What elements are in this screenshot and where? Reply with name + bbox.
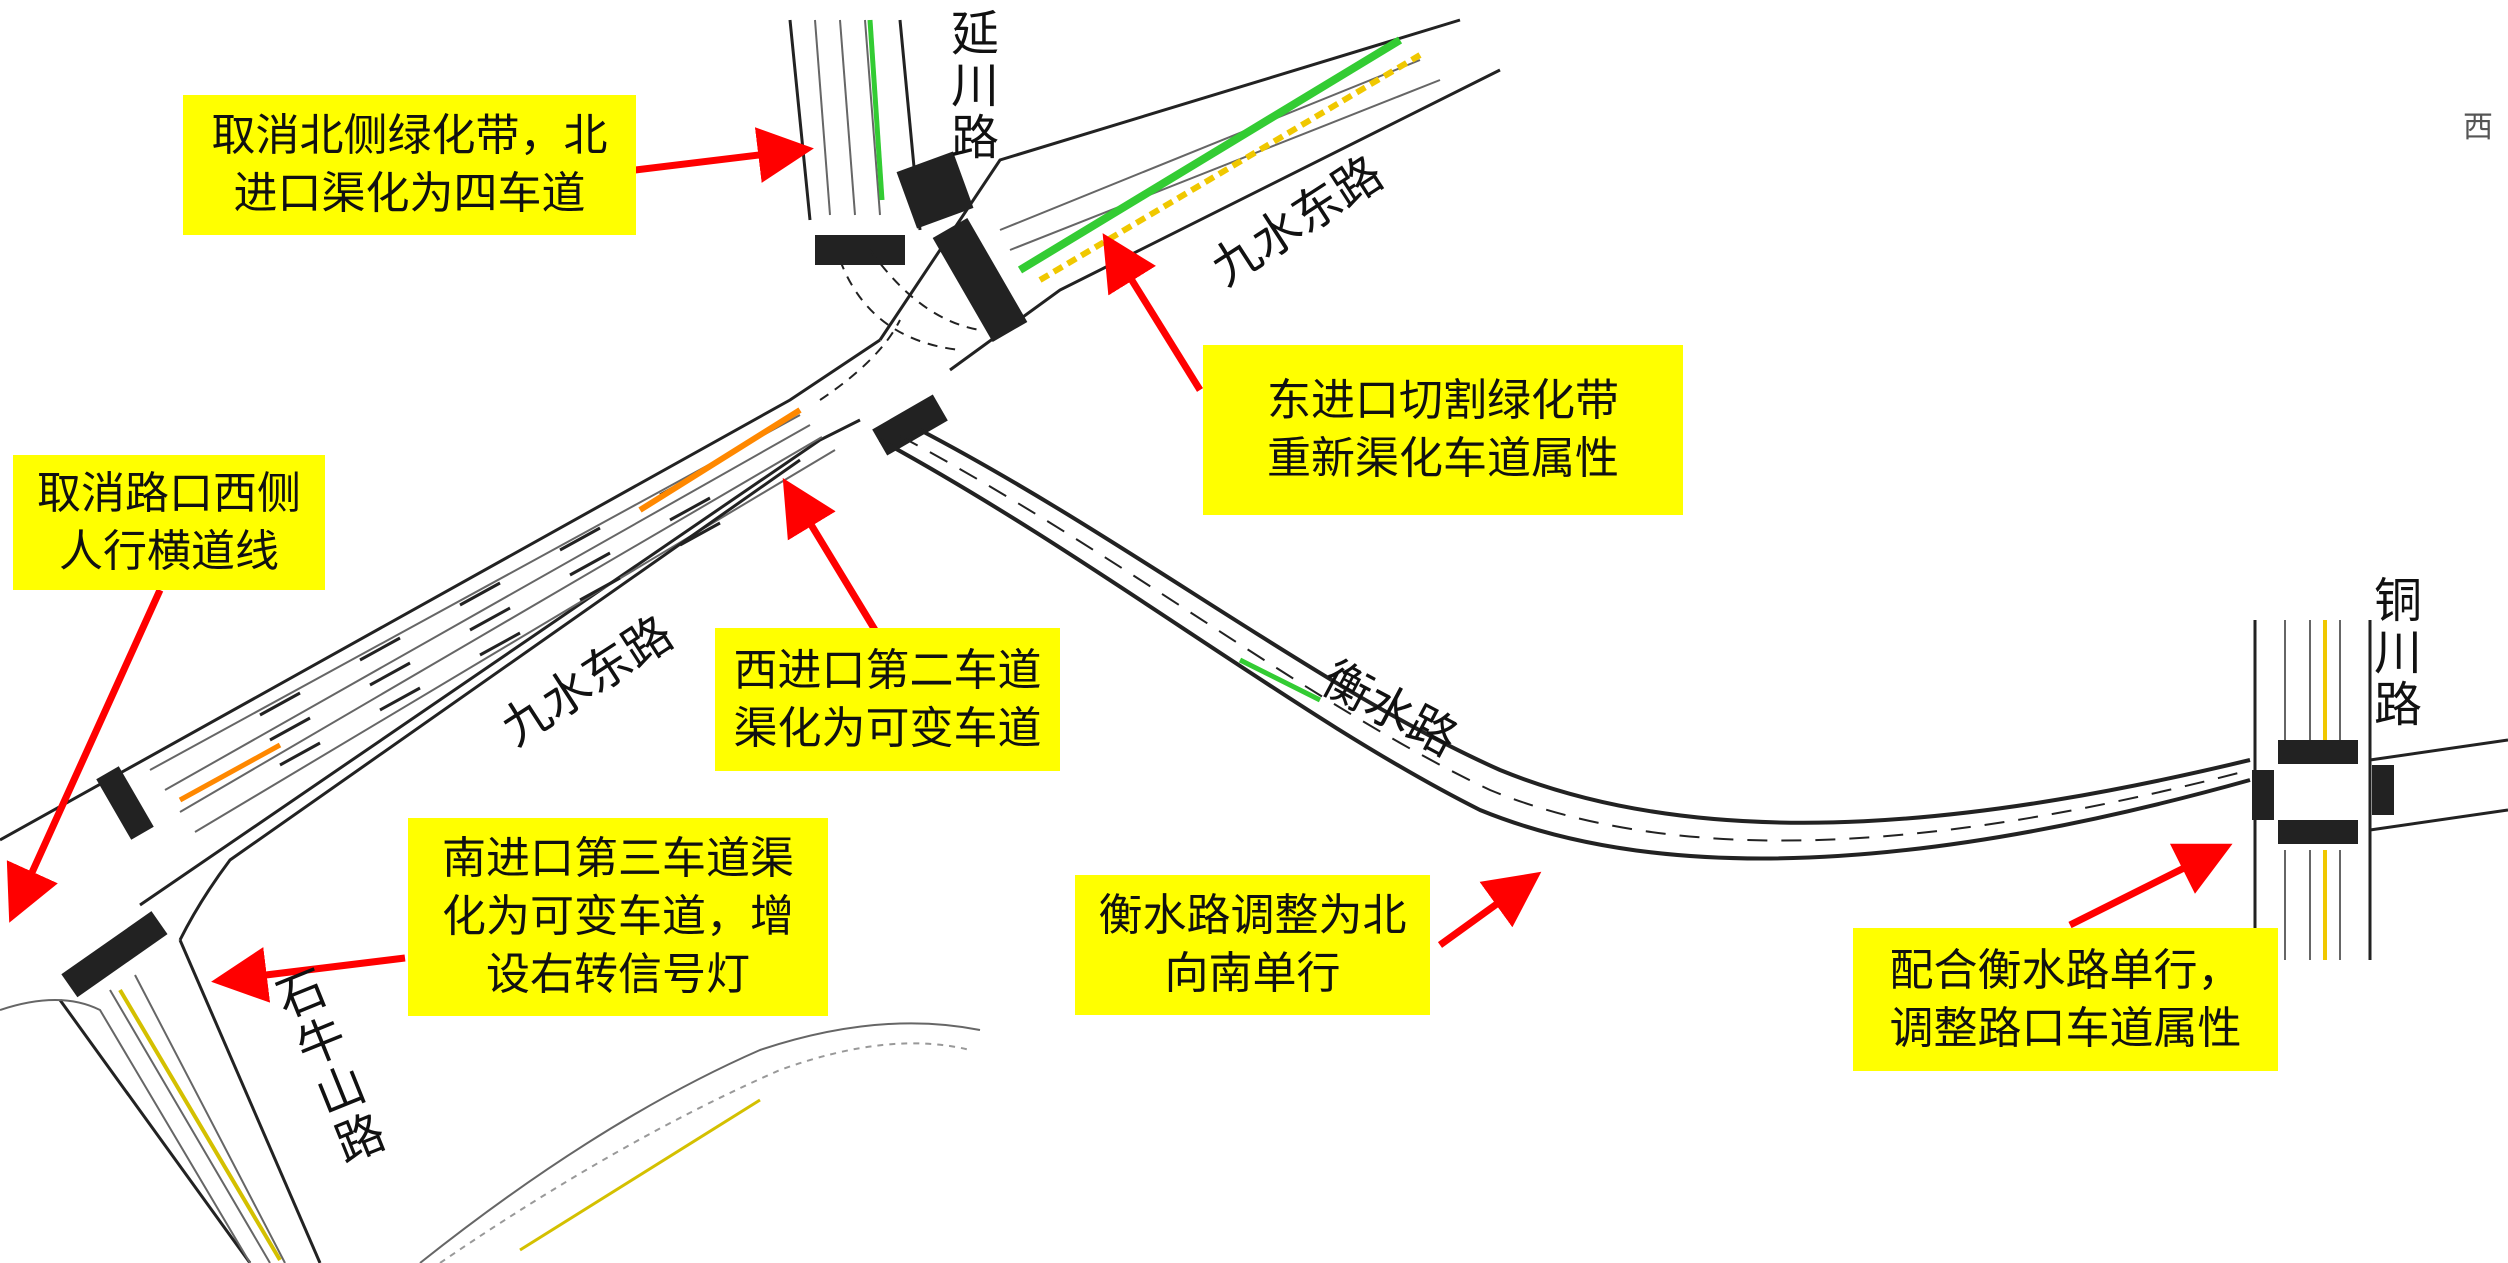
southern-boundary bbox=[0, 999, 981, 1263]
jiushui-east-road bbox=[0, 18, 1501, 907]
east-median-green bbox=[1017, 36, 1403, 274]
tongchuan-crossings bbox=[2252, 740, 2394, 844]
lower-intersection-crossings bbox=[61, 766, 168, 998]
arrow-hengshui-oneway bbox=[1437, 871, 1542, 948]
road-label-yanchuan: 延川路 bbox=[942, 8, 998, 164]
callout-hengshui-oneway: 衡水路调整为北 向南单行 bbox=[1075, 875, 1430, 1015]
arrow-south-entrance bbox=[211, 947, 406, 1003]
callout-north-entrance: 取消北侧绿化带，北 进口渠化为四车道 bbox=[183, 95, 636, 235]
arrow-tongchuan-adjust bbox=[2068, 843, 2233, 929]
southern-yellow-line bbox=[519, 1098, 761, 1252]
arrow-west-entrance bbox=[782, 478, 878, 632]
shiniushan-road bbox=[58, 458, 801, 1263]
arrow-west-crosswalk bbox=[6, 588, 164, 923]
turning-guide-lines bbox=[819, 249, 981, 401]
yanchuan-green-median bbox=[867, 19, 885, 201]
callout-east-entrance: 东进口切割绿化带 重新渠化车道属性 bbox=[1203, 345, 1683, 515]
arrow-east-entrance bbox=[1102, 233, 1203, 392]
shiniushan-yellow-median bbox=[118, 988, 282, 1262]
callout-west-crosswalk: 取消路口西侧 人行横道线 bbox=[13, 455, 325, 590]
west-variable-lane-2 bbox=[178, 742, 282, 803]
road-label-tongchuan: 铜川路 bbox=[2365, 575, 2421, 731]
callout-west-entrance: 西进口第二车道 渠化为可变车道 bbox=[715, 628, 1060, 771]
pointer-arrows bbox=[6, 127, 2233, 1003]
hengshui-road bbox=[879, 428, 2251, 861]
arrow-north-entrance bbox=[634, 127, 814, 183]
hengshui-green-strip bbox=[1238, 657, 1322, 703]
west-variable-lane bbox=[638, 407, 802, 513]
lane-dashes bbox=[259, 471, 721, 767]
edge-text: 西 bbox=[2463, 110, 2493, 145]
yanchuan-road bbox=[788, 19, 922, 231]
upper-intersection-crossings bbox=[815, 151, 1028, 456]
callout-tongchuan-adjust: 配合衡水路单行， 调整路口车道属性 bbox=[1853, 928, 2278, 1071]
callout-south-entrance: 南进口第三车道渠 化为可变车道，增 设右转信号灯 bbox=[408, 818, 828, 1016]
